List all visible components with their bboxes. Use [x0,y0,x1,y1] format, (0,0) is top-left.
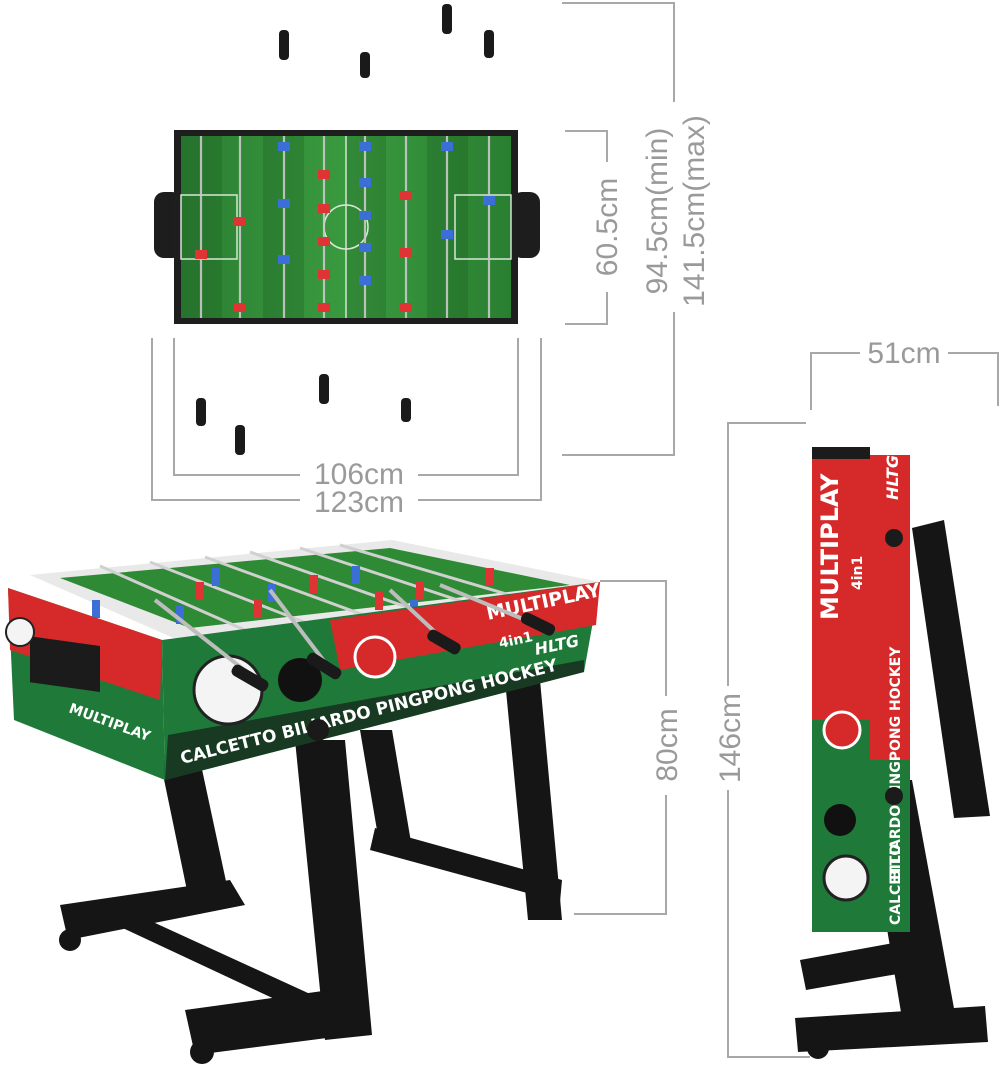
variant-front: 4in1 [498,629,535,652]
perspective-table: CALCETTO BILIARDO PINGPONG HOCKEY HLTG M… [5,540,603,1064]
dim-94-5cm-min: 94.5cm(min) [641,128,674,295]
dimension-lines [151,2,999,1058]
table-legs [59,680,562,1064]
blue-players [278,142,495,285]
red-players [195,170,412,312]
games-folded-upper: BILIARDO PINGPONG HOCKEY [888,646,904,880]
multiplay-folded: MULTIPLAY [816,473,844,620]
top-view-foosball-table [154,4,540,455]
dim-80cm: 80cm [651,708,684,781]
dim-141-5cm-max: 141.5cm(max) [678,115,711,307]
variant-folded: 4in1 [850,556,866,590]
games-folded-lower: CALCETTO [888,844,904,925]
brand-logo-folded: HLTG [883,455,902,500]
dim-146cm: 146cm [714,693,747,783]
dim-60-5cm: 60.5cm [591,178,624,276]
rod-handles [196,4,494,455]
dimension-labels: 106cm 123cm 60.5cm 94.5cm(min) 141.5cm(m… [314,115,941,783]
dim-51cm: 51cm [867,337,940,370]
folded-table: MULTIPLAY 4in1 HLTG BILIARDO PINGPONG HO… [795,447,990,1059]
dim-106cm: 106cm [314,458,404,491]
dim-123cm: 123cm [314,486,404,519]
